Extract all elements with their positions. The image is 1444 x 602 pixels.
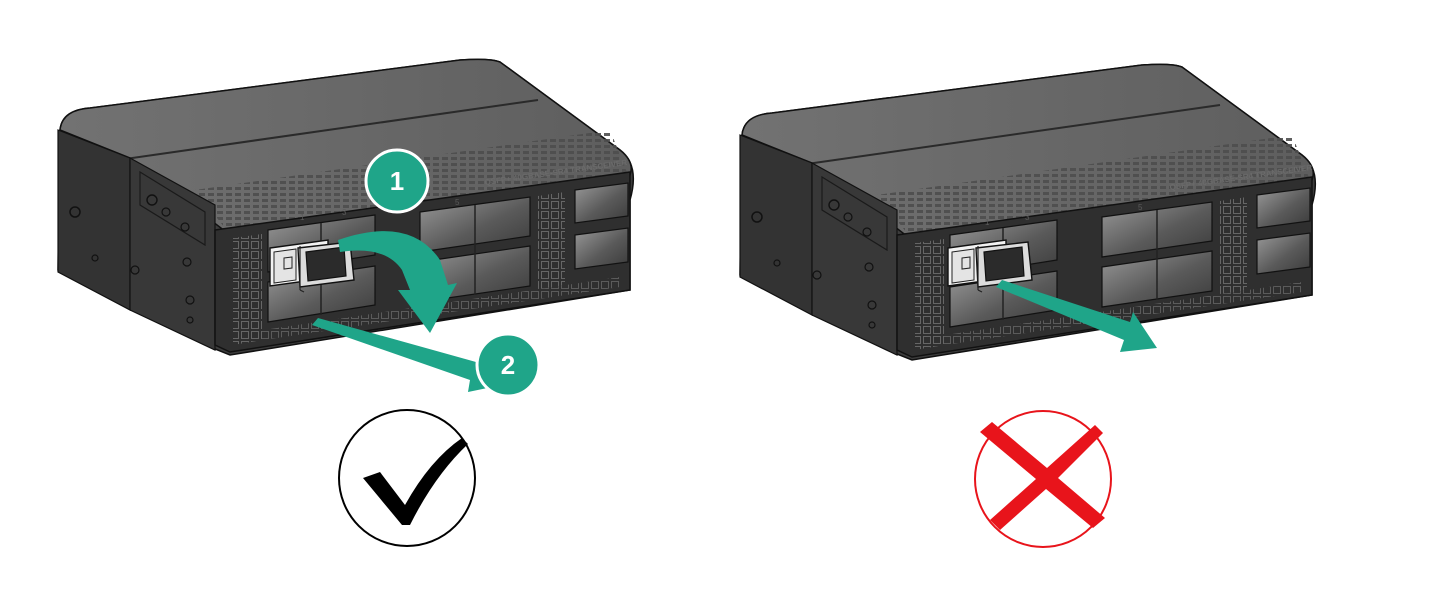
wrong-device-illustration: 1 3 5 QSFP+ 40GBASE-SR4 TRANSCEIVER (739, 63, 1317, 548)
port-number-label: 3 (342, 208, 347, 217)
svg-text:2: 2 (501, 350, 515, 380)
port-number-label: 3 (1025, 213, 1030, 222)
rotate-latch-arrow (338, 231, 457, 333)
step-2-badge: 2 (475, 332, 541, 398)
check-mark-icon (338, 409, 476, 547)
cross-mark-icon (974, 410, 1112, 548)
pull-out-arrow (312, 318, 502, 392)
port-number-label: 1 (300, 213, 305, 222)
correct-device-illustration: 1 3 5 QSFP+ 40GBASE-SR4 TRANSCEIVER 1 2 (57, 58, 635, 547)
svg-text:1: 1 (390, 166, 404, 196)
pull-out-arrow (996, 280, 1157, 352)
port-number-label: 5 (1138, 203, 1143, 212)
port-number-label: 1 (985, 218, 990, 227)
step-1-badge: 1 (364, 148, 430, 214)
port-number-label: 5 (455, 198, 460, 207)
